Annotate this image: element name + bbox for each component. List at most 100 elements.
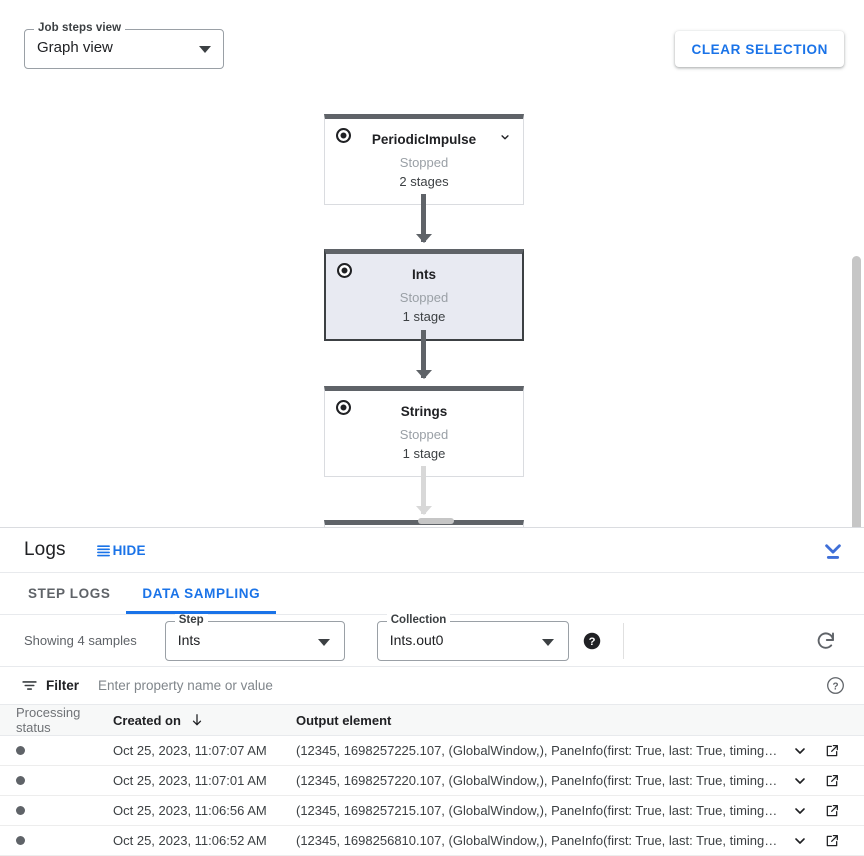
step-select-value: Ints — [177, 631, 201, 648]
job-steps-view-select[interactable]: Job steps view Graph view — [24, 22, 224, 69]
column-header-output-element[interactable]: Output element — [296, 712, 392, 728]
filter-bar: Filter ? — [0, 667, 864, 705]
chevron-down-icon[interactable] — [792, 803, 808, 819]
row-created-cell: Oct 25, 2023, 11:06:56 AM — [113, 803, 267, 818]
status-dot-icon — [16, 776, 25, 785]
logs-header: Logs HIDE — [0, 527, 864, 574]
graph-node-strings[interactable]: Strings Stopped 1 stage — [324, 386, 524, 477]
sampling-controls: Showing 4 samples Step Ints Collection I… — [0, 613, 864, 668]
graph-vertical-scrollbar[interactable] — [852, 256, 861, 527]
node-status: Stopped — [399, 290, 449, 305]
chevron-down-icon[interactable] — [792, 773, 808, 789]
node-title: Strings — [400, 404, 448, 419]
graph-edge-2 — [415, 330, 432, 379]
row-actions — [792, 743, 864, 759]
row-actions — [792, 773, 864, 789]
job-steps-view-value: Graph view — [37, 39, 113, 56]
row-status-cell — [0, 806, 113, 815]
status-dot-icon — [16, 746, 25, 755]
row-created-cell: Oct 25, 2023, 11:07:07 AM — [113, 743, 267, 758]
status-dot-icon — [16, 806, 25, 815]
node-stages: 1 stage — [402, 309, 446, 324]
graph-edge-3 — [415, 466, 432, 515]
graph-canvas[interactable]: PeriodicImpulse Stopped 2 stages Ints St… — [0, 88, 864, 527]
graph-horizontal-scrollbar[interactable] — [418, 517, 454, 524]
row-created-cell: Oct 25, 2023, 11:07:01 AM — [113, 773, 267, 788]
table-row[interactable]: Oct 25, 2023, 11:06:56 AM (12345, 169825… — [0, 796, 864, 826]
graph-node-ints[interactable]: Ints Stopped 1 stage — [324, 249, 524, 341]
samples-table: Processing status Created on Output elem… — [0, 705, 864, 856]
stopped-icon — [337, 263, 352, 278]
step-select-label: Step — [174, 613, 208, 626]
job-steps-view-label: Job steps view — [34, 22, 126, 34]
row-actions — [792, 803, 864, 819]
node-stages: 1 stage — [402, 446, 446, 461]
collection-select[interactable]: Collection Ints.out0 — [376, 613, 569, 661]
node-status: Stopped — [399, 155, 449, 170]
table-header-row: Processing status Created on Output elem… — [0, 705, 864, 736]
collapse-panel-icon[interactable] — [819, 537, 847, 565]
open-in-new-icon[interactable] — [824, 773, 840, 789]
graph-edge-1 — [415, 194, 432, 243]
help-icon[interactable]: ? — [583, 632, 601, 650]
showing-samples-text: Showing 4 samples — [24, 633, 137, 649]
table-row[interactable]: Oct 25, 2023, 11:06:52 AM (12345, 169825… — [0, 826, 864, 856]
node-title: PeriodicImpulse — [371, 132, 477, 147]
chevron-down-icon[interactable] — [792, 743, 808, 759]
filter-icon[interactable] — [21, 677, 38, 694]
hide-logs-label: HIDE — [112, 542, 146, 558]
column-header-processing-status[interactable]: Processing status — [16, 705, 81, 735]
chevron-down-icon[interactable] — [498, 130, 512, 144]
node-status: Stopped — [399, 427, 449, 442]
refresh-icon[interactable] — [814, 629, 838, 653]
job-graph-panel: Job steps view Graph view CLEAR SELECTIO… — [0, 0, 864, 528]
list-lines-icon — [96, 544, 110, 556]
vertical-divider — [622, 622, 624, 659]
arrow-down-icon — [192, 714, 202, 726]
help-icon[interactable]: ? — [827, 677, 844, 695]
arrow-down-icon — [415, 234, 432, 243]
logs-tabs: STEP LOGS DATA SAMPLING — [0, 573, 864, 615]
tab-data-sampling[interactable]: DATA SAMPLING — [126, 573, 277, 614]
status-dot-icon — [16, 836, 25, 845]
row-status-cell — [0, 836, 113, 845]
logs-title: Logs — [24, 539, 66, 560]
node-stages: 2 stages — [399, 174, 449, 189]
collection-select-value: Ints.out0 — [389, 631, 444, 648]
table-row[interactable]: Oct 25, 2023, 11:07:07 AM (12345, 169825… — [0, 736, 864, 766]
row-created-cell: Oct 25, 2023, 11:06:52 AM — [113, 833, 267, 848]
row-output-cell: (12345, 1698256810.107, (GlobalWindow,),… — [296, 833, 778, 848]
caret-down-icon — [317, 638, 330, 646]
arrow-down-icon — [415, 506, 432, 515]
collection-select-label: Collection — [386, 613, 451, 626]
row-status-cell — [0, 776, 113, 785]
stopped-icon — [336, 400, 351, 415]
column-header-created-on[interactable]: Created on — [113, 713, 296, 728]
row-actions — [792, 833, 864, 849]
filter-input[interactable] — [98, 678, 864, 694]
arrow-down-icon — [415, 370, 432, 379]
open-in-new-icon[interactable] — [824, 833, 840, 849]
open-in-new-icon[interactable] — [824, 803, 840, 819]
graph-toolbar: Job steps view Graph view CLEAR SELECTIO… — [0, 0, 864, 88]
stopped-icon — [336, 128, 351, 143]
row-output-cell: (12345, 1698257225.107, (GlobalWindow,),… — [296, 743, 778, 758]
table-row[interactable]: Oct 25, 2023, 11:07:01 AM (12345, 169825… — [0, 766, 864, 796]
filter-label: Filter — [46, 678, 80, 694]
row-status-cell — [0, 746, 113, 755]
caret-down-icon — [199, 46, 211, 53]
graph-node-periodicimpulse[interactable]: PeriodicImpulse Stopped 2 stages — [324, 114, 524, 205]
caret-down-icon — [541, 638, 554, 646]
open-in-new-icon[interactable] — [824, 743, 840, 759]
node-title: Ints — [411, 267, 436, 282]
row-output-cell: (12345, 1698257215.107, (GlobalWindow,),… — [296, 803, 778, 818]
hide-logs-button[interactable]: HIDE — [96, 543, 146, 558]
clear-selection-button[interactable]: CLEAR SELECTION — [675, 31, 844, 67]
tab-step-logs[interactable]: STEP LOGS — [28, 586, 111, 602]
svg-text:?: ? — [588, 636, 595, 648]
chevron-down-icon[interactable] — [792, 833, 808, 849]
row-output-cell: (12345, 1698257220.107, (GlobalWindow,),… — [296, 773, 778, 788]
svg-text:?: ? — [832, 682, 838, 693]
step-select[interactable]: Step Ints — [164, 613, 345, 661]
